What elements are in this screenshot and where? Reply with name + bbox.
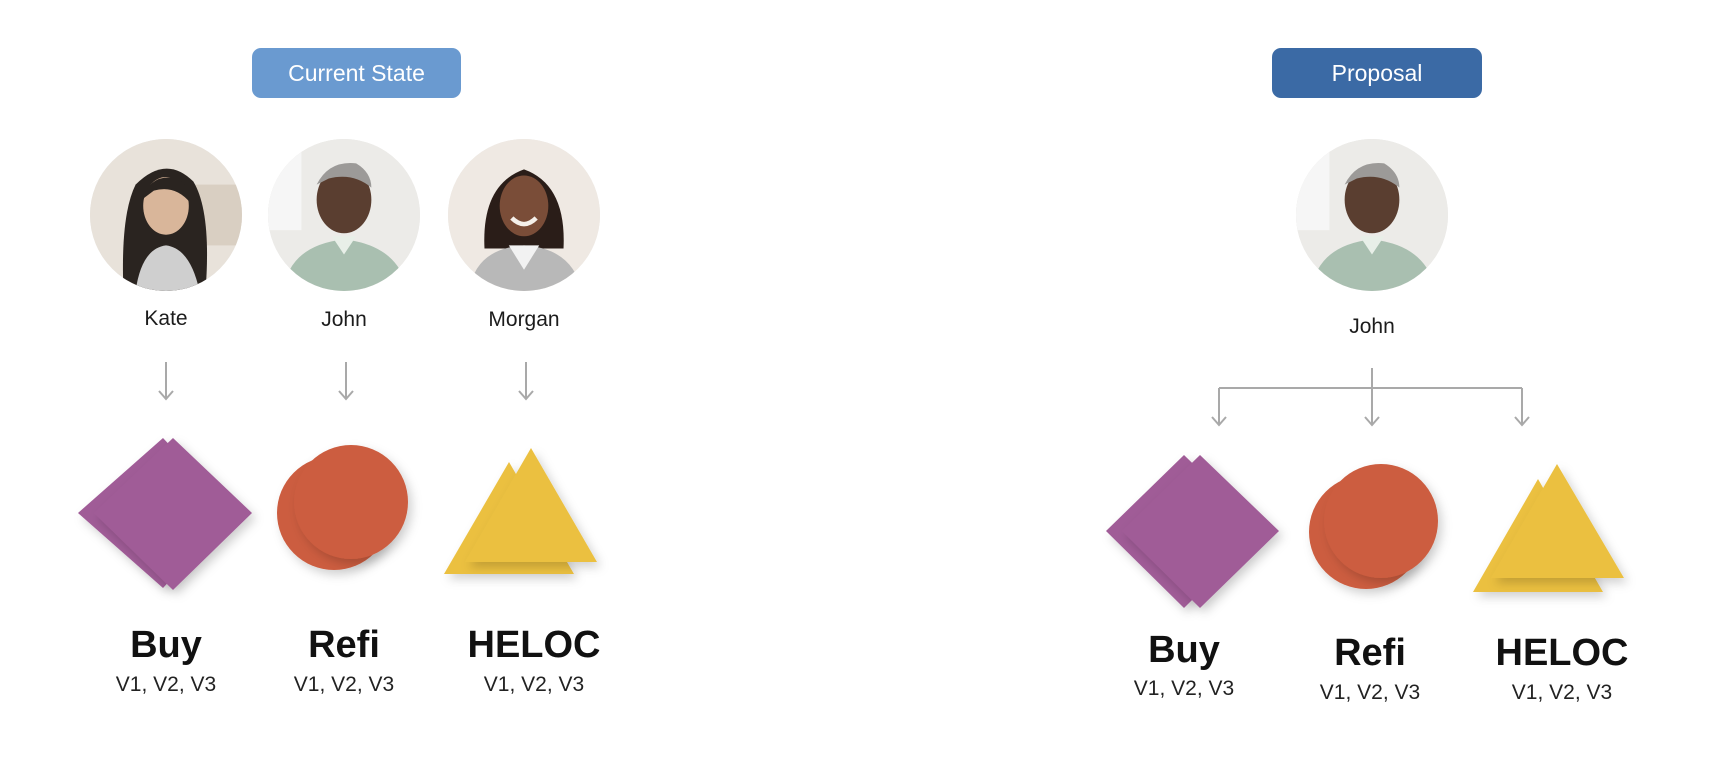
arrowhead-john bbox=[338, 390, 354, 401]
person-name-morgan: Morgan bbox=[488, 308, 560, 331]
product-heloc-versions: V1, V2, V3 bbox=[483, 673, 585, 696]
proposal-heloc-title: HELOC bbox=[1495, 632, 1629, 674]
product-refi-versions: V1, V2, V3 bbox=[293, 673, 395, 696]
john-avatar bbox=[268, 139, 420, 291]
product-heloc-title: HELOC bbox=[467, 624, 601, 666]
proposal-diamond-icon bbox=[1106, 455, 1279, 608]
proposal-person-name-john: John bbox=[1349, 315, 1395, 338]
diamond-icon bbox=[78, 438, 252, 590]
arrowhead-morgan bbox=[518, 390, 534, 401]
arrowhead-heloc bbox=[1514, 416, 1530, 427]
product-refi-title: Refi bbox=[308, 624, 380, 666]
arrowhead-refi bbox=[1364, 416, 1380, 427]
proposal-buy-title: Buy bbox=[1148, 629, 1220, 671]
circle-icon bbox=[277, 445, 408, 570]
triangle-icon bbox=[444, 448, 597, 574]
proposal-buy-versions: V1, V2, V3 bbox=[1133, 677, 1235, 700]
product-buy-title: Buy bbox=[130, 624, 202, 666]
proposal-circle-icon bbox=[1309, 464, 1438, 589]
proposal-refi-versions: V1, V2, V3 bbox=[1319, 681, 1421, 704]
proposal-triangle-icon bbox=[1473, 464, 1624, 592]
proposal-connector bbox=[1211, 368, 1530, 427]
proposal-refi-title: Refi bbox=[1334, 632, 1406, 674]
arrowhead-buy bbox=[1211, 416, 1227, 427]
proposal-heloc-versions: V1, V2, V3 bbox=[1511, 681, 1613, 704]
current-arrows bbox=[158, 362, 534, 401]
current-state-label: Current State bbox=[252, 48, 461, 98]
morgan-avatar bbox=[448, 139, 600, 291]
arrowhead-kate bbox=[158, 390, 174, 401]
person-name-kate: Kate bbox=[144, 307, 188, 330]
proposal-label: Proposal bbox=[1272, 48, 1482, 98]
kate-avatar bbox=[90, 139, 242, 291]
product-buy-versions: V1, V2, V3 bbox=[115, 673, 217, 696]
person-name-john: John bbox=[321, 308, 367, 331]
